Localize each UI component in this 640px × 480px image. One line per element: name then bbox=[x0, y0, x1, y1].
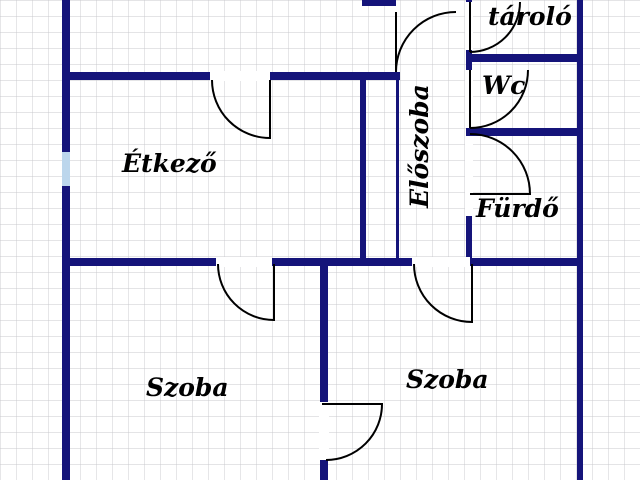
door-dining bbox=[211, 79, 271, 140]
wall-room-divider bbox=[320, 262, 328, 480]
opening-dining bbox=[210, 71, 270, 81]
label-dining: Étkező bbox=[121, 149, 217, 178]
door-divider bbox=[322, 403, 384, 461]
label-hallway: Előszoba bbox=[405, 84, 434, 209]
opening-room-left bbox=[216, 257, 272, 267]
opening-bath bbox=[465, 136, 473, 216]
door-bath bbox=[469, 133, 532, 195]
wall-wc-bottom bbox=[468, 128, 580, 136]
wall-storage-bottom bbox=[468, 54, 580, 62]
door-room-right bbox=[413, 263, 473, 324]
room-labels: tároló Wc Étkező Fürdő Előszoba Szoba Sz… bbox=[121, 2, 572, 402]
door-storage bbox=[469, 1, 521, 53]
window-left bbox=[62, 152, 70, 186]
label-bathroom: Fürdő bbox=[475, 194, 559, 223]
wall-right-outer bbox=[577, 0, 583, 480]
label-room-left: Szoba bbox=[146, 373, 229, 402]
label-storage: tároló bbox=[488, 2, 572, 31]
door-wc bbox=[469, 69, 529, 129]
wall-hallway-left bbox=[360, 76, 366, 262]
door-top bbox=[395, 11, 457, 73]
label-room-right: Szoba bbox=[406, 365, 489, 394]
wall-top-stub bbox=[362, 0, 396, 6]
doors bbox=[211, 1, 532, 461]
wall-left-outer bbox=[62, 0, 70, 480]
opening-divider bbox=[319, 402, 329, 460]
opening-room-right bbox=[412, 257, 470, 267]
wall-hallway-left-thin bbox=[396, 76, 399, 262]
label-wc: Wc bbox=[482, 71, 525, 100]
door-room-left bbox=[217, 263, 275, 322]
